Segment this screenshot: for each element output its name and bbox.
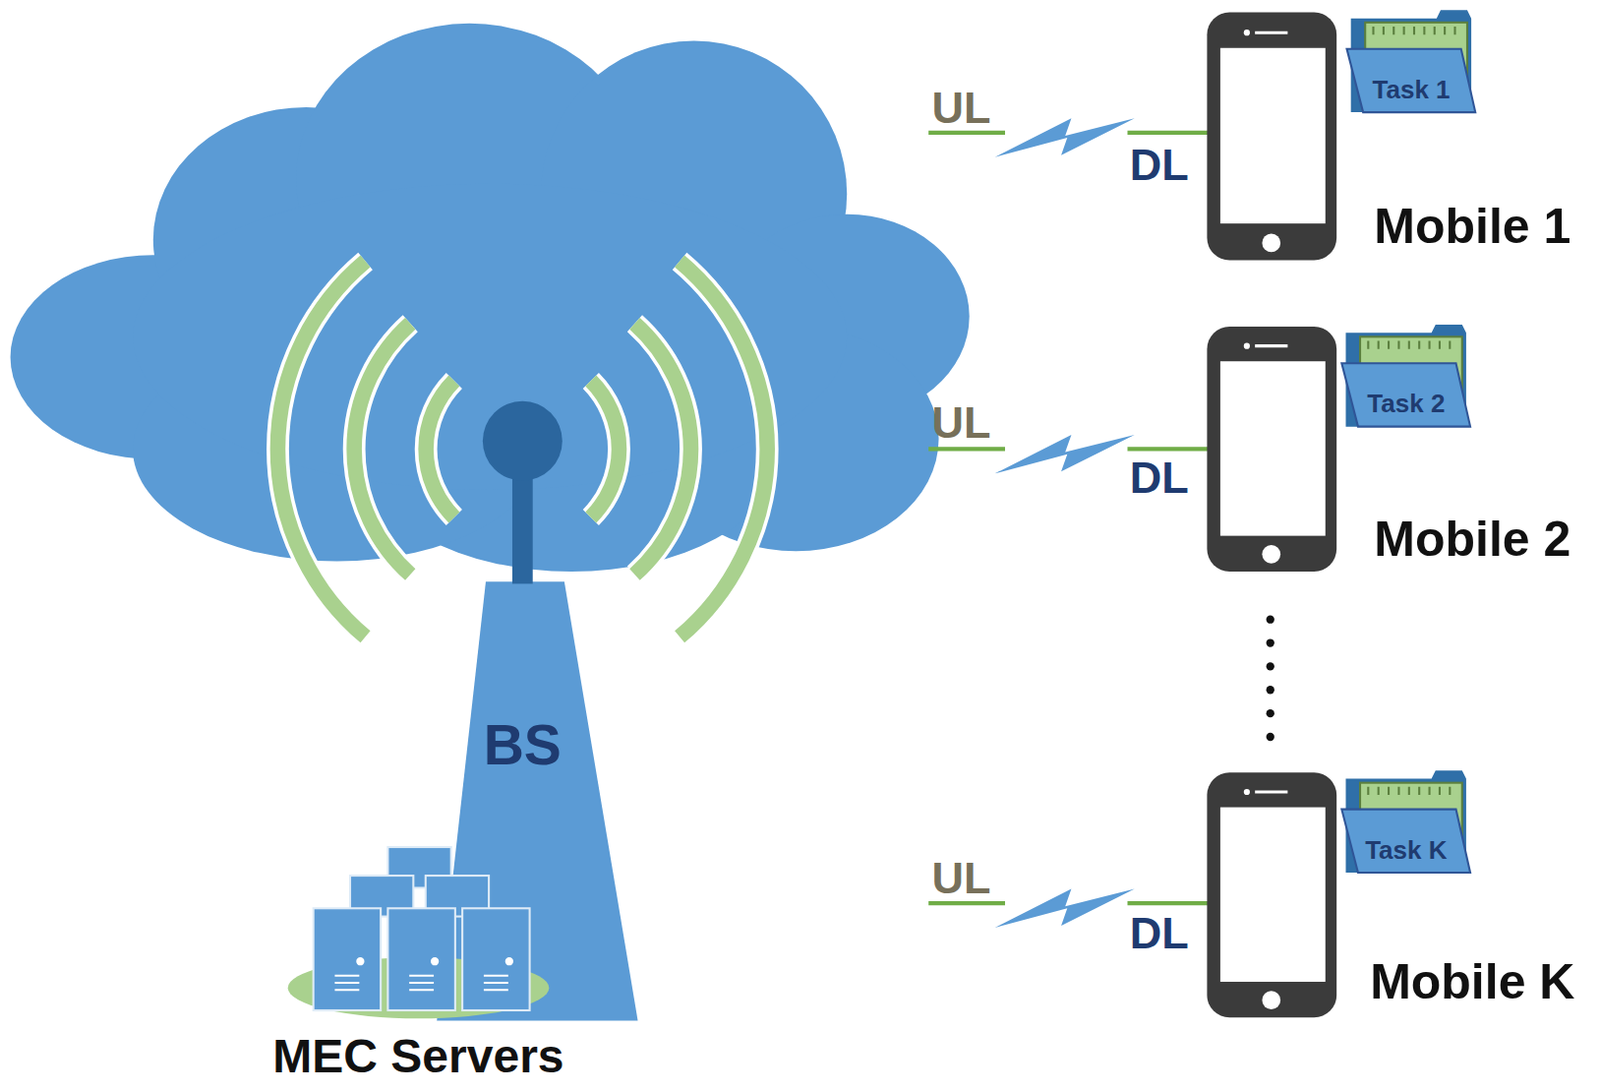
uplink-label: UL [927, 852, 995, 903]
uplink-label: UL [927, 82, 995, 133]
node-text: Mobile K [1369, 955, 1575, 1008]
server-label: MEC Servers [268, 1029, 568, 1083]
antenna-head [482, 401, 563, 481]
task-folders [1341, 9, 1476, 873]
ellipsis-dots [1266, 615, 1275, 742]
cloud [10, 23, 970, 572]
label-text: UL [931, 854, 991, 901]
label-text: DL [1129, 909, 1189, 956]
node-text: Mobile 2 [1373, 513, 1571, 566]
server-details [334, 957, 513, 990]
node-text: MEC Servers [272, 1031, 564, 1081]
downlink-label: DL [1125, 452, 1193, 503]
node-text: Mobile 1 [1373, 200, 1571, 253]
task-folder: Task K [1361, 834, 1451, 866]
tower [436, 581, 638, 1020]
task-folder: Task 2 [1362, 388, 1449, 419]
label-text: UL [931, 399, 991, 446]
downlink-label: DL [1125, 907, 1193, 958]
mobile-label: Mobile 1 [1369, 198, 1575, 255]
servers [313, 846, 531, 1010]
antenna-mast [512, 469, 534, 584]
node-text: BS [483, 715, 562, 775]
downlink-label: DL [1125, 139, 1193, 190]
uplink-label: UL [927, 397, 995, 448]
node-text: Task K [1364, 836, 1447, 864]
phones [1206, 11, 1337, 1017]
task-folder: Task 1 [1368, 74, 1455, 106]
label-text: DL [1129, 454, 1189, 501]
mobile-label: Mobile 2 [1369, 511, 1575, 568]
node-text: Task 1 [1372, 76, 1451, 104]
label-text: DL [1129, 141, 1189, 188]
radio-waves [277, 261, 768, 638]
label-text: UL [931, 84, 991, 131]
mobile-label: Mobile K [1365, 953, 1579, 1010]
node-text: Task 2 [1366, 390, 1445, 417]
wireless-links [928, 118, 1209, 928]
base-station-label: BS [479, 713, 566, 777]
